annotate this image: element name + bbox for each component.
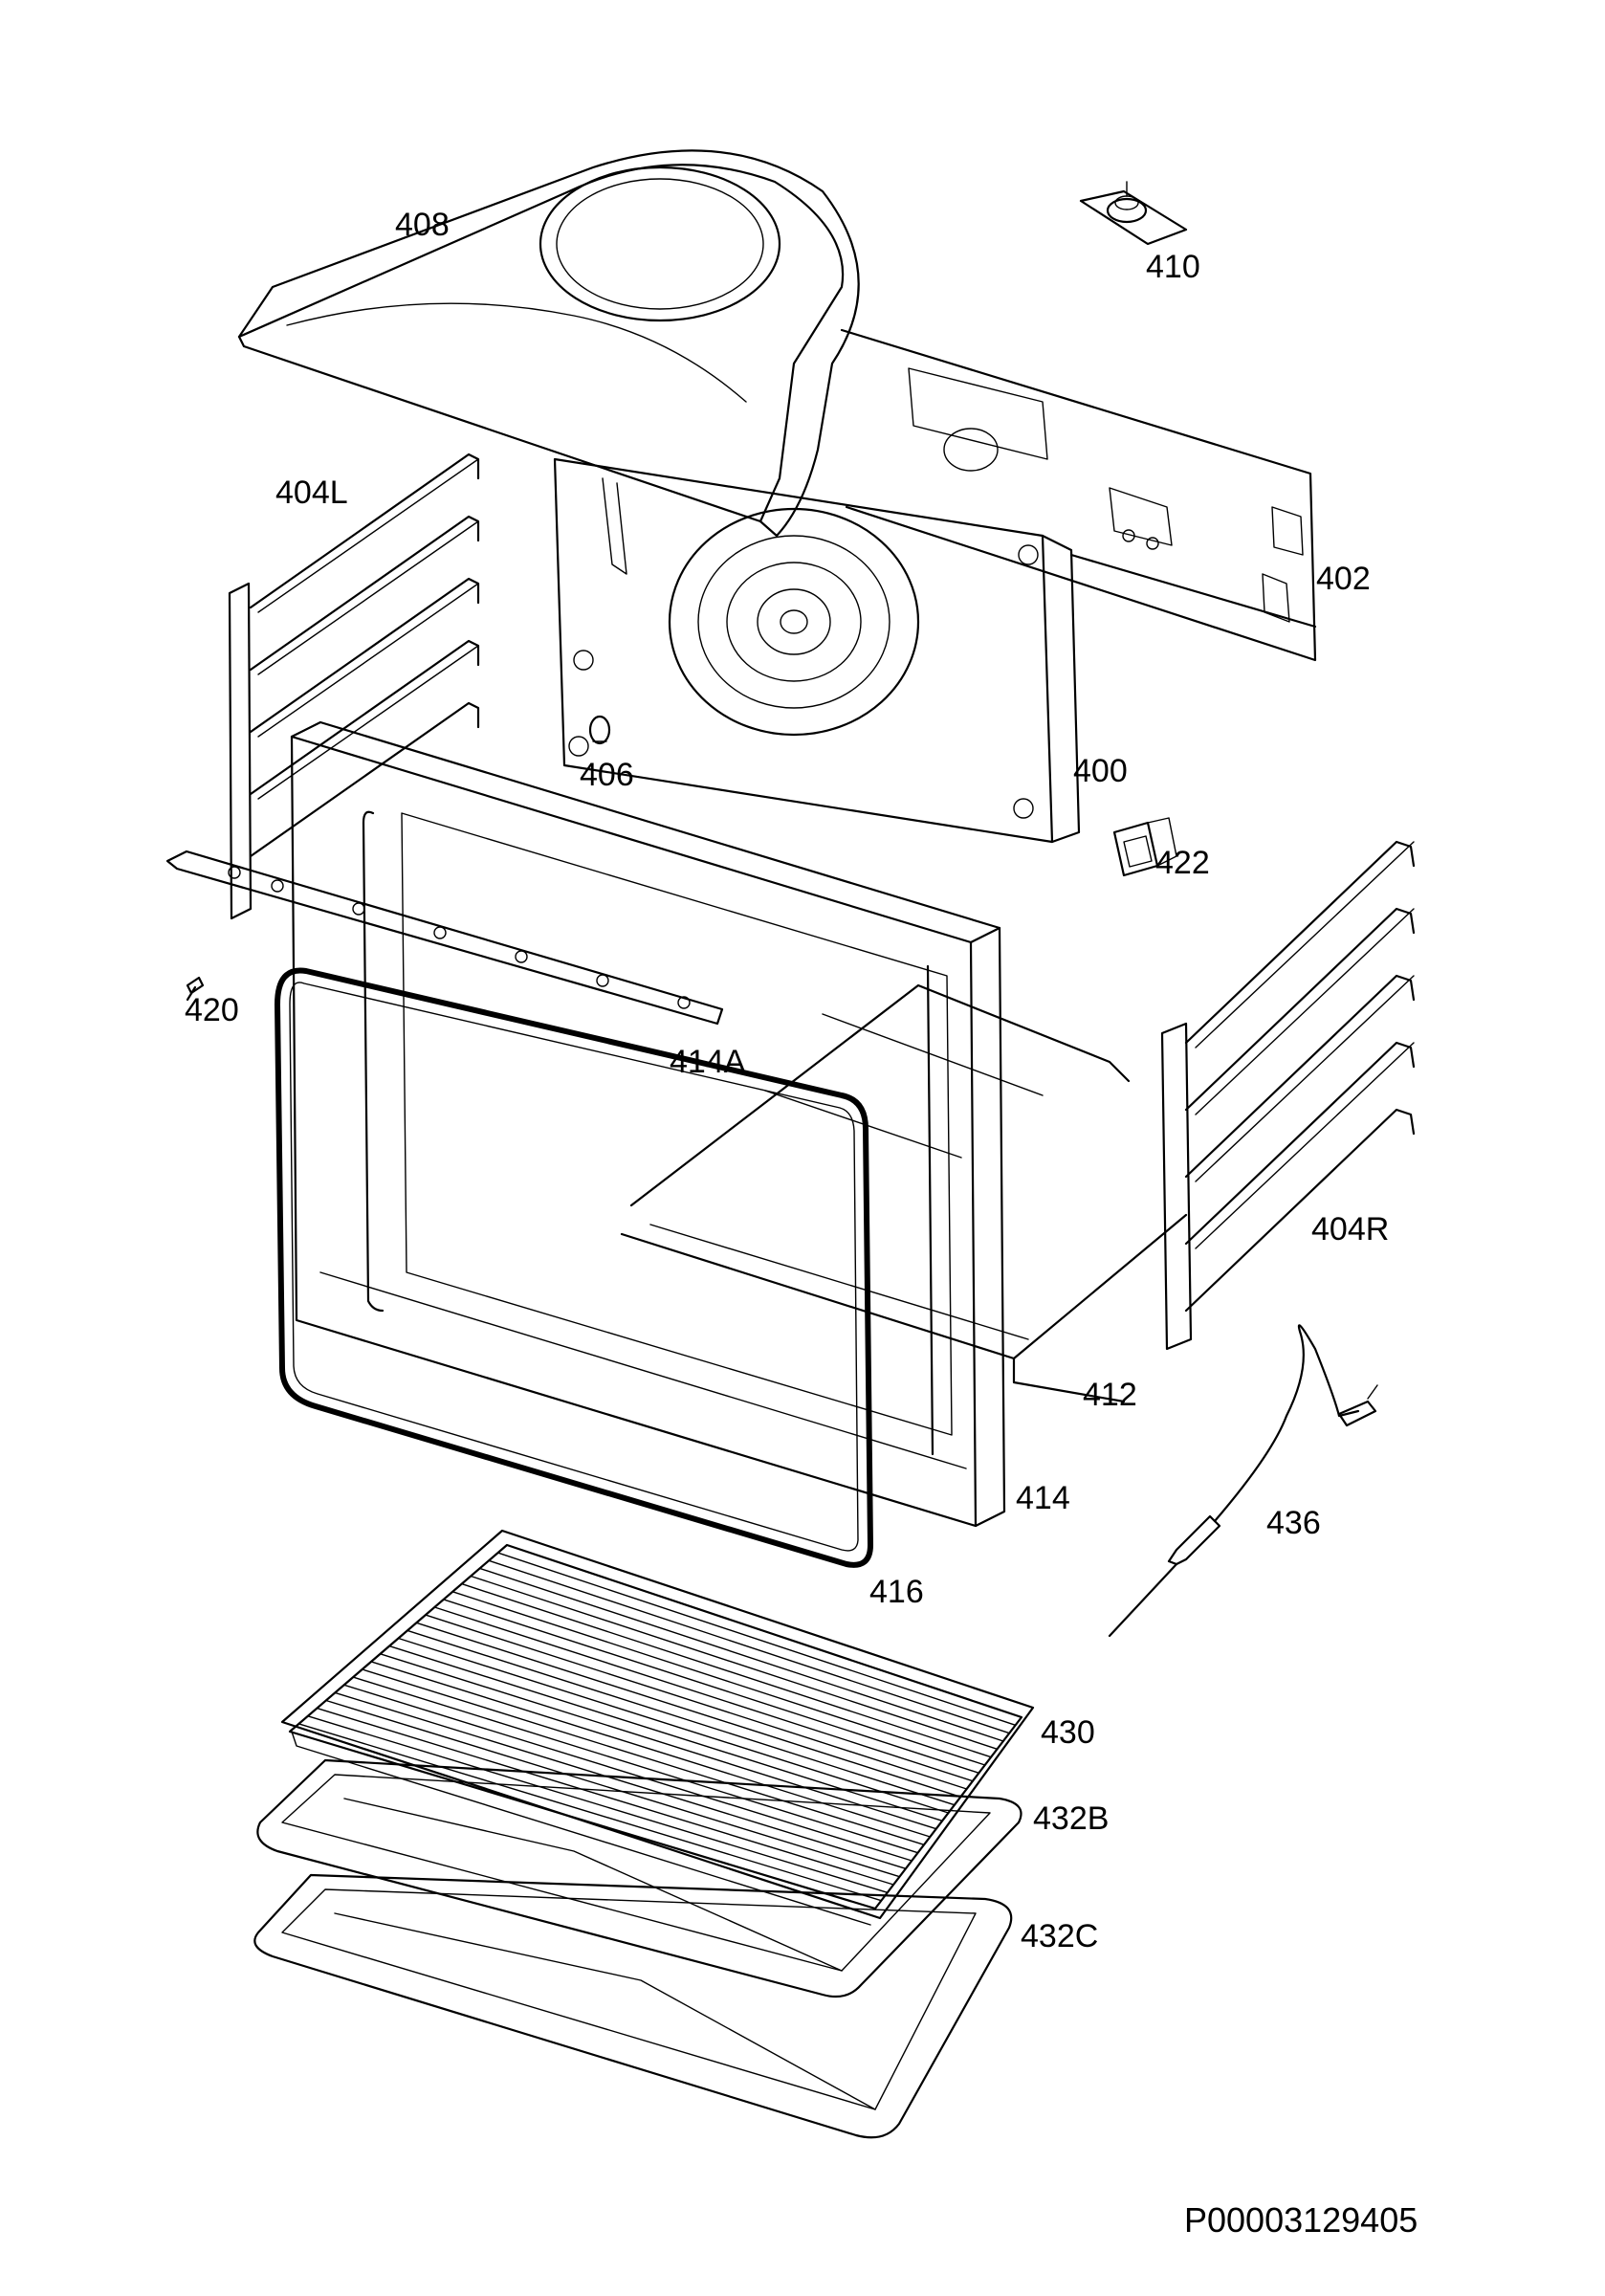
part-402-rear-panel: [840, 328, 1317, 662]
part-430-wire-shelf: [280, 1529, 1035, 1926]
label-410: 410: [1146, 249, 1200, 285]
part-406-lamp: [588, 715, 611, 745]
part-432B-tray: [256, 1758, 1022, 1998]
part-414A-rail-strip: [165, 850, 724, 1026]
part-416-door-seal: [275, 967, 873, 1568]
part-414-oven-frame: [290, 720, 1006, 1528]
part-410-motor-support: [1079, 181, 1188, 246]
label-420: 420: [185, 992, 239, 1028]
part-432C-tray: [253, 1873, 1013, 2139]
label-402: 402: [1316, 561, 1371, 597]
label-436: 436: [1266, 1505, 1321, 1541]
label-408: 408: [395, 207, 450, 243]
label-432C: 432C: [1021, 1918, 1099, 1954]
part-412-bottom-frame: [620, 983, 1188, 1403]
part-408-fan-cover: [237, 149, 860, 538]
label-422: 422: [1155, 845, 1210, 881]
part-422-connector: [1112, 817, 1177, 877]
label-414A: 414A: [670, 1044, 746, 1080]
part-400-fan-cavity: [553, 457, 1081, 844]
part-420-screw: [186, 976, 205, 1002]
part-436-meat-probe: [1108, 1324, 1378, 1638]
label-406: 406: [580, 757, 634, 793]
part-404L-left-shelf-support: [228, 453, 480, 920]
label-432B: 432B: [1033, 1800, 1110, 1837]
label-404R: 404R: [1311, 1211, 1390, 1247]
label-412: 412: [1083, 1377, 1137, 1413]
label-414: 414: [1016, 1480, 1070, 1516]
drawing-code: P00003129405: [1184, 2200, 1418, 2240]
label-404L: 404L: [275, 475, 348, 511]
label-430: 430: [1041, 1714, 1095, 1751]
part-404R-right-shelf-support: [1160, 840, 1416, 1351]
label-400: 400: [1073, 753, 1128, 789]
label-416: 416: [869, 1574, 924, 1610]
